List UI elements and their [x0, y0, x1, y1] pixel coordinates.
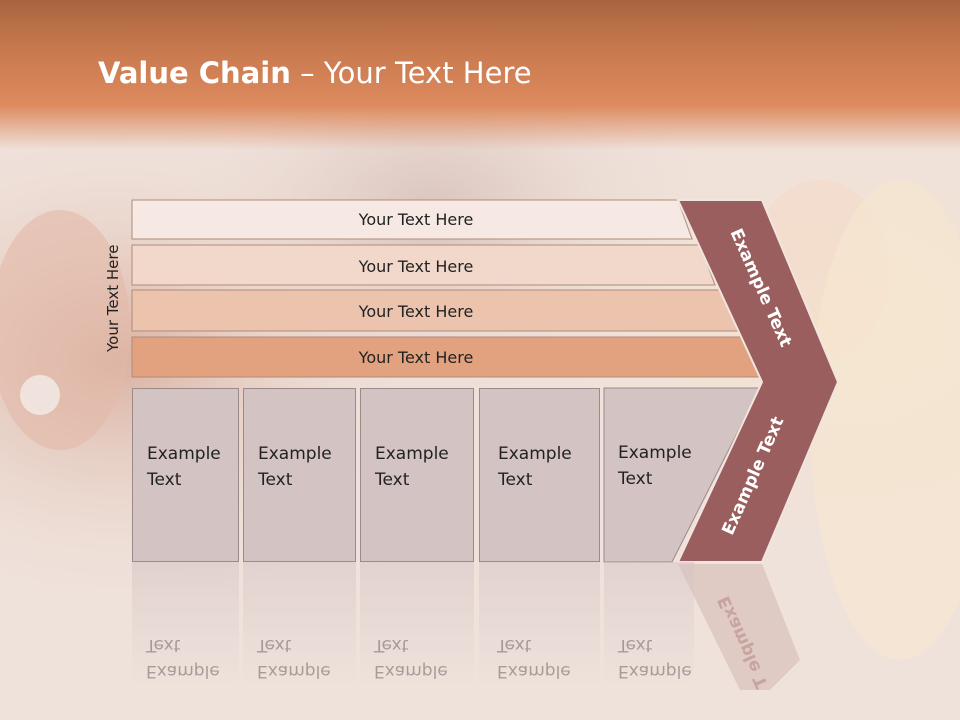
chevron-reflection — [678, 564, 800, 690]
bar-1-label: Your Text Here — [358, 210, 474, 229]
bar-3-label: Your Text Here — [358, 302, 474, 321]
bar-2[interactable] — [131, 244, 716, 286]
bar-1[interactable] — [131, 199, 693, 240]
chevron-arrow[interactable] — [676, 199, 840, 563]
bar-2-label: Your Text Here — [358, 257, 474, 276]
page-title: Value Chain – Your Text Here — [98, 56, 532, 90]
bar-4-label: Your Text Here — [358, 348, 474, 367]
header-band — [0, 0, 960, 150]
